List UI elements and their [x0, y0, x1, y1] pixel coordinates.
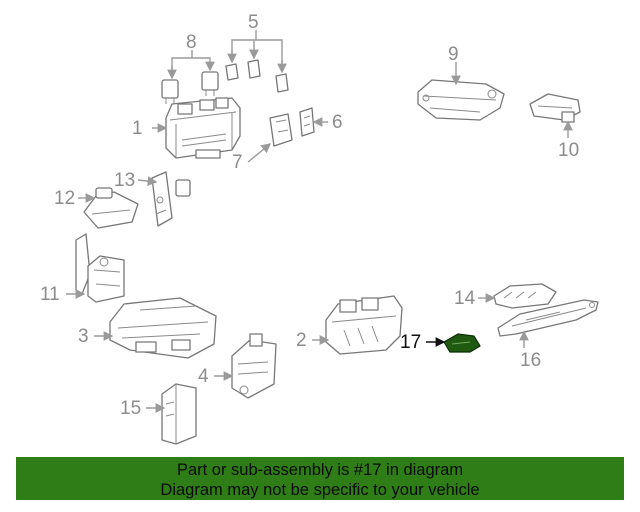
- callout-7: 7: [232, 152, 243, 173]
- part-11-bracket-module[interactable]: [75, 233, 125, 303]
- part-17-highlighted-part[interactable]: [443, 333, 481, 353]
- callout-13: 13: [114, 170, 135, 191]
- callout-6: 6: [332, 112, 343, 133]
- callout-8: 8: [186, 32, 197, 53]
- part-13-bracket-sensor[interactable]: [151, 171, 191, 227]
- exploded-parts-diagram: 1 8 5 6 7 9: [40, 12, 599, 445]
- part-16-rail[interactable]: [497, 299, 599, 337]
- part-10-sensor[interactable]: [529, 93, 581, 123]
- banner-line-2: Diagram may not be specific to your vehi…: [160, 481, 480, 499]
- part-3-ecu-housing[interactable]: [109, 297, 217, 359]
- callout-3: 3: [78, 326, 89, 347]
- part-4-module[interactable]: [231, 333, 277, 399]
- part-12-base[interactable]: [83, 187, 139, 229]
- part-2-switch-assembly[interactable]: [325, 295, 403, 355]
- callout-16: 16: [520, 350, 541, 371]
- part-7-fuse-holder[interactable]: [269, 113, 293, 147]
- part-14-trim-piece[interactable]: [493, 283, 557, 309]
- part-1-relay-box[interactable]: [165, 97, 241, 159]
- callout-17: 17: [400, 332, 421, 353]
- callout-4: 4: [198, 366, 209, 387]
- callout-12: 12: [54, 188, 75, 209]
- part-15-control-unit[interactable]: [161, 383, 197, 445]
- callout-9: 9: [448, 44, 459, 65]
- callout-15: 15: [120, 398, 141, 419]
- callout-14: 14: [454, 288, 476, 309]
- part-6-clip[interactable]: [299, 107, 315, 137]
- callout-5: 5: [248, 12, 259, 33]
- info-banner: Part or sub-assembly is #17 in diagram D…: [16, 457, 624, 500]
- part-5-fuses[interactable]: [225, 59, 289, 93]
- part-9-control-module[interactable]: [417, 79, 505, 121]
- callout-1: 1: [132, 118, 143, 139]
- banner-line-1: Part or sub-assembly is #17 in diagram: [176, 461, 464, 479]
- callout-10: 10: [558, 140, 579, 161]
- callout-2: 2: [296, 330, 307, 351]
- part-8-relays[interactable]: [161, 71, 219, 104]
- callout-11: 11: [40, 284, 60, 305]
